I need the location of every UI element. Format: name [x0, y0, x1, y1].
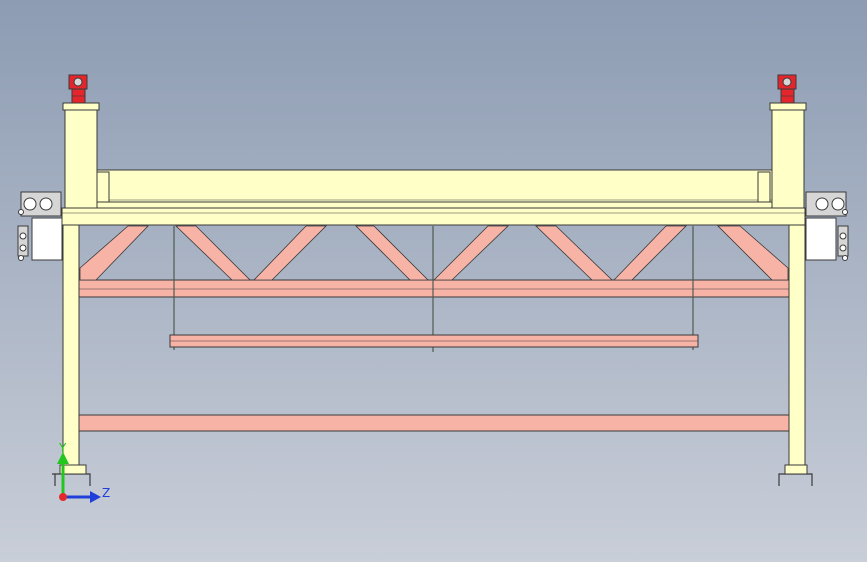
middle-cross-beam[interactable] [77, 279, 791, 298]
right-leg[interactable] [788, 224, 806, 474]
y-axis-label: Y [58, 441, 67, 455]
left-leg[interactable] [62, 224, 80, 471]
left-column[interactable] [64, 109, 98, 209]
y-axis-arrowhead [57, 452, 69, 464]
left-bearing-housing[interactable] [17, 191, 63, 261]
left-end-plate[interactable] [96, 171, 110, 203]
hanger-rods [173, 226, 694, 352]
left-actuator[interactable] [68, 74, 88, 104]
right-actuator[interactable] [777, 74, 797, 104]
right-bearing-housing[interactable] [805, 191, 849, 261]
left-column-cap [62, 102, 100, 111]
right-end-plate[interactable] [757, 171, 771, 203]
lower-cross-beam[interactable] [77, 414, 791, 432]
top-rail[interactable] [61, 207, 806, 226]
frame-assembly[interactable] [17, 74, 849, 486]
upper-box-beam[interactable] [94, 169, 774, 204]
right-foot-plate [784, 464, 808, 475]
left-foot-plate [59, 464, 87, 475]
truss-diagonals[interactable] [79, 225, 789, 281]
coordinate-triad-icon: Y Z [57, 441, 110, 503]
origin-dot [59, 493, 67, 501]
right-column-cap [769, 102, 807, 111]
z-axis-label: Z [102, 486, 110, 500]
z-axis-arrowhead [90, 491, 101, 503]
upper-box-lip [94, 201, 774, 209]
right-column[interactable] [771, 109, 805, 209]
